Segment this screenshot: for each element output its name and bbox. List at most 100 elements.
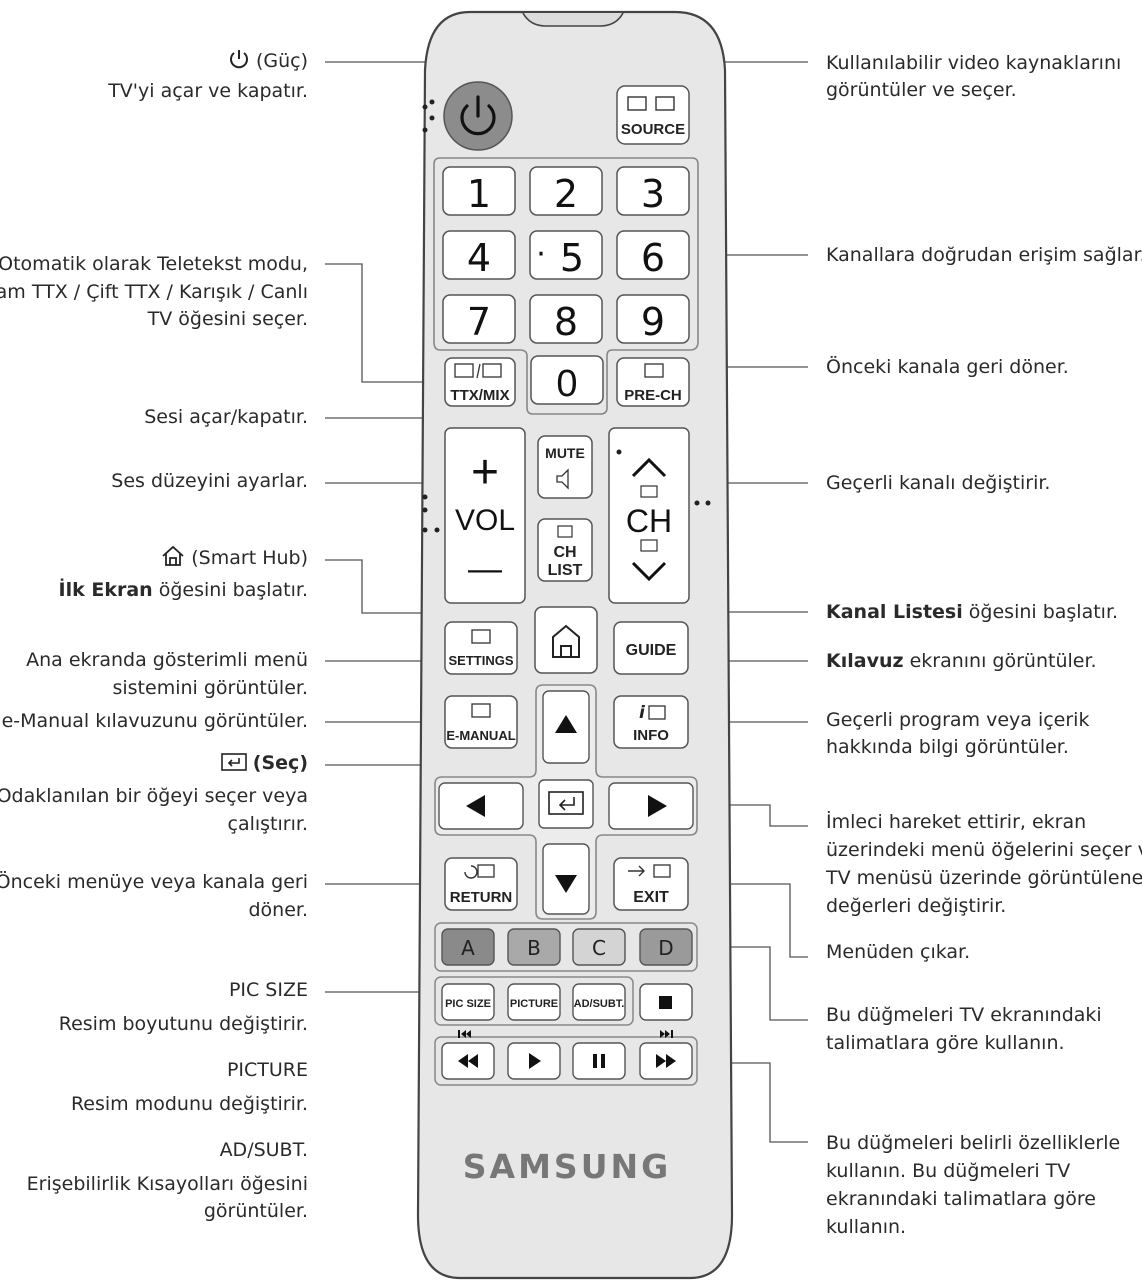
picture-button[interactable]: PICTURE [507, 983, 561, 1021]
pre-ch-button[interactable]: PRE-CH [616, 357, 690, 407]
hub-desc-bold: İlk Ekran [58, 579, 153, 601]
select-desc-line1: Odaklanılan bir öğeyi seçer veya [0, 785, 308, 807]
ch-label: CH [626, 503, 672, 539]
zero-button[interactable]: 0 [530, 355, 604, 405]
rewind-button[interactable] [441, 1042, 495, 1080]
picture-title: PICTURE [226, 1059, 308, 1081]
source-button[interactable]: SOURCE [616, 85, 690, 145]
vol-label: VOL [455, 504, 515, 537]
hub-title-row: (Smart Hub) [161, 544, 308, 573]
e-manual-label: E-MANUAL [446, 728, 515, 743]
settings-label: SETTINGS [448, 653, 513, 668]
vol-minus-label: — [468, 550, 502, 588]
color-button-b[interactable]: B [507, 928, 561, 966]
nav-desc-line2: üzerindeki menü öğelerini seçer ve [826, 839, 1142, 861]
exit-button[interactable]: EXIT [613, 857, 689, 911]
select-title: (Seç) [252, 752, 308, 774]
samsung-logo: SAMSUNG [463, 1147, 671, 1186]
ch-list-button[interactable]: CH LIST [537, 518, 593, 582]
ttx-mix-button[interactable]: TTX/MIX [444, 357, 516, 407]
stop-button[interactable] [639, 983, 693, 1021]
digit-1-button[interactable]: 1 [442, 166, 516, 216]
mute-desc: Sesi açar/kapatır. [144, 406, 308, 428]
settings-button[interactable]: SETTINGS [444, 621, 518, 675]
exit-label: EXIT [633, 889, 669, 906]
hub-desc-rest: öğesini başlatır. [152, 579, 308, 601]
rewind-icon [458, 1054, 478, 1068]
pic-size-label: PIC SIZE [445, 998, 491, 1010]
info-desc-line2: hakkında bilgi görüntüler. [826, 736, 1069, 758]
select-button[interactable] [538, 779, 594, 829]
ch-list-desc: Kanal Listesi öğesini başlatır. [826, 598, 1118, 627]
info-label: INFO [633, 727, 669, 744]
pre-ch-desc: Önceki kanala geri döner. [826, 356, 1069, 378]
media-desc-line4: kullanın. [826, 1216, 907, 1238]
info-button[interactable]: i INFO [613, 695, 689, 749]
pre-ch-label: PRE-CH [624, 387, 682, 404]
digit-6-button[interactable]: 6 [616, 230, 690, 280]
color-button-c[interactable]: C [572, 928, 626, 966]
picture-label: PICTURE [510, 998, 558, 1010]
volume-rocker[interactable]: + VOL — [444, 427, 526, 604]
digit-8-button[interactable]: 8 [529, 294, 603, 344]
guide-label: GUIDE [626, 642, 677, 659]
channel-rocker[interactable]: CH [608, 427, 690, 604]
play-icon [529, 1053, 541, 1069]
guide-desc-bold: Kılavuz [826, 650, 904, 672]
vol-plus-label: + [471, 446, 499, 499]
ad-subt-desc-line2: görüntüler. [203, 1200, 308, 1222]
pic-size-button[interactable]: PIC SIZE [441, 983, 495, 1021]
skip-marks [458, 1030, 673, 1038]
pause-button[interactable] [572, 1042, 626, 1080]
fast-forward-button[interactable] [639, 1042, 693, 1080]
stop-icon [659, 996, 672, 1009]
enter-icon [220, 753, 247, 771]
source-desc-line2: görüntüler ve seçer. [826, 79, 1017, 101]
down-button[interactable] [542, 843, 590, 915]
nav-desc-line4: değerleri değiştirir. [826, 895, 1007, 917]
settings-desc-line1: Ana ekranda gösterimli menü [26, 649, 308, 671]
play-button[interactable] [507, 1042, 561, 1080]
digit-1-label: 1 [467, 172, 491, 216]
nav-desc-line1: İmleci hareket ettirir, ekran [826, 811, 1087, 833]
power-title: (Güç) [255, 50, 308, 72]
guide-desc: Kılavuz ekranını görüntüler. [826, 647, 1097, 676]
home-button[interactable] [534, 606, 598, 674]
color-button-a[interactable]: A [441, 928, 495, 966]
mute-button[interactable]: MUTE [537, 435, 593, 499]
guide-button[interactable]: GUIDE [613, 621, 689, 675]
digit-9-button[interactable]: 9 [616, 294, 690, 344]
digit-4-label: 4 [467, 236, 491, 280]
digits-desc: Kanallara doğrudan erişim sağlar. [826, 244, 1142, 266]
digit-4-button[interactable]: 4 [442, 230, 516, 280]
digit-3-button[interactable]: 3 [616, 166, 690, 216]
ad-subt-title: AD/SUBT. [219, 1139, 308, 1161]
ch-list-line2: LIST [548, 562, 583, 579]
color-desc-line2: talimatlara göre kullanın. [826, 1032, 1065, 1054]
numpad-frame [433, 157, 699, 415]
info-desc-line1: Geçerli program veya içerik [826, 709, 1090, 731]
color-button-label: D [658, 936, 673, 960]
down-arrow-icon [555, 875, 577, 893]
picture-desc: Resim modunu değiştirir. [70, 1093, 308, 1115]
digit-7-button[interactable]: 7 [442, 294, 516, 344]
braille-dots-power [422, 99, 435, 133]
pic-buttons-frame [434, 976, 634, 1026]
up-button[interactable] [542, 690, 590, 764]
right-button[interactable] [608, 782, 694, 830]
braille-dots-vol [422, 494, 440, 533]
svg-text:i: i [639, 703, 646, 723]
power-button[interactable] [443, 81, 513, 151]
left-button[interactable] [438, 782, 524, 830]
ad-subt-button[interactable]: AD/SUBT. [572, 983, 626, 1021]
media-desc-line3: ekranındaki talimatlara göre [826, 1188, 1096, 1210]
select-title-row: (Seç) [220, 749, 308, 778]
pic-size-desc: Resim boyutunu değiştirir. [58, 1013, 308, 1035]
digit-5-button[interactable]: 5· [529, 230, 603, 280]
color-button-d[interactable]: D [639, 928, 693, 966]
zero-label: 0 [556, 363, 577, 405]
e-manual-button[interactable]: E-MANUAL [444, 695, 518, 749]
digit-2-button[interactable]: 2 [529, 166, 603, 216]
return-button[interactable]: RETURN [444, 857, 518, 911]
digit-8-label: 8 [554, 300, 578, 344]
